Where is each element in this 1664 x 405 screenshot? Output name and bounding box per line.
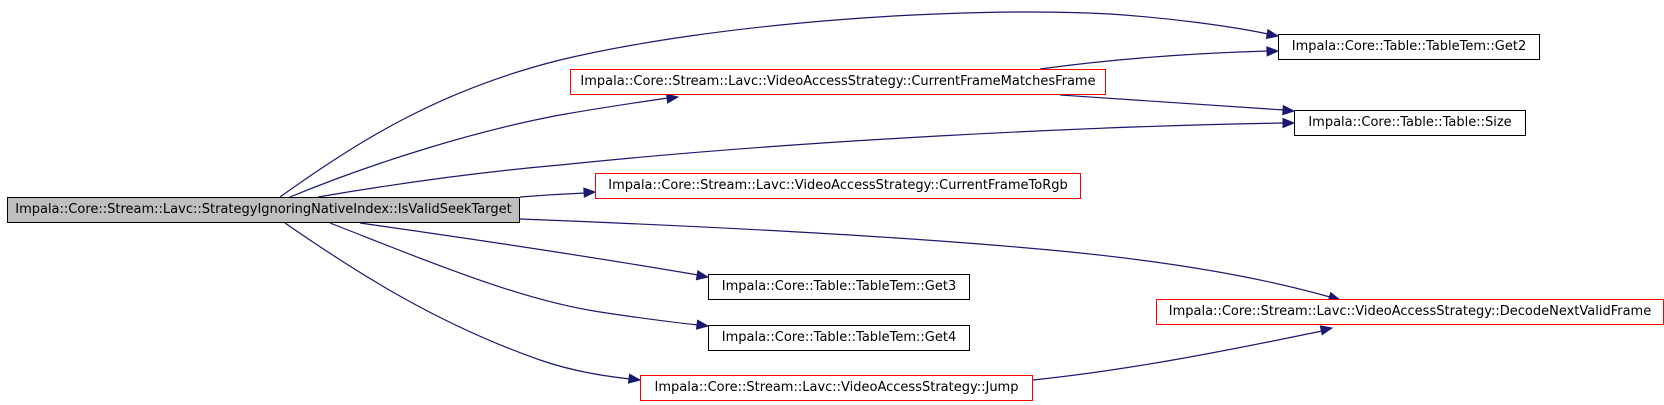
node-currentframetorgb[interactable]: Impala::Core::Stream::Lavc::VideoAccessS…: [595, 173, 1081, 199]
edge-root-get4: [329, 222, 699, 326]
arrowhead-root-jump: [627, 373, 642, 384]
arrowhead-root-size: [1282, 117, 1296, 129]
node-table-size[interactable]: Impala::Core::Table::Table::Size: [1294, 110, 1526, 136]
node-tabletem-get3[interactable]: Impala::Core::Table::TableTem::Get3: [708, 274, 970, 300]
arrowhead-root-get3: [695, 269, 710, 281]
edge-root-get3: [359, 222, 699, 276]
node-currentframematchesframe[interactable]: Impala::Core::Stream::Lavc::VideoAccessS…: [570, 69, 1106, 95]
arrowhead-root-get2: [1265, 28, 1280, 40]
arrowhead-cfmf-size: [1282, 104, 1296, 116]
edge-root-dnvf: [519, 218, 1331, 298]
arrowhead-root-cfmf: [665, 93, 680, 104]
node-tabletem-get4[interactable]: Impala::Core::Table::TableTem::Get4: [708, 325, 970, 351]
edge-cfmf-size: [1059, 94, 1285, 111]
arrowhead-root-cftr: [583, 187, 597, 198]
node-isvalidseektarget: Impala::Core::Stream::Lavc::StrategyIgno…: [7, 197, 520, 223]
edge-cfmf-get2: [1039, 50, 1269, 70]
edge-root-cftr: [519, 192, 586, 198]
node-tabletem-get2[interactable]: Impala::Core::Table::TableTem::Get2: [1278, 34, 1540, 60]
edge-root-get2: [279, 11, 1269, 198]
edge-root-jump: [284, 222, 631, 380]
edge-root-cfmf: [289, 97, 669, 198]
node-decodenextvalidframe[interactable]: Impala::Core::Stream::Lavc::VideoAccessS…: [1156, 299, 1664, 325]
arrowhead-jump-dnvf: [1319, 325, 1334, 336]
arrowhead-root-get4: [695, 319, 710, 330]
arrowhead-cfmf-get2: [1266, 46, 1280, 57]
edge-root-size: [317, 122, 1285, 198]
edge-jump-dnvf: [1032, 330, 1323, 381]
node-jump[interactable]: Impala::Core::Stream::Lavc::VideoAccessS…: [640, 375, 1033, 401]
